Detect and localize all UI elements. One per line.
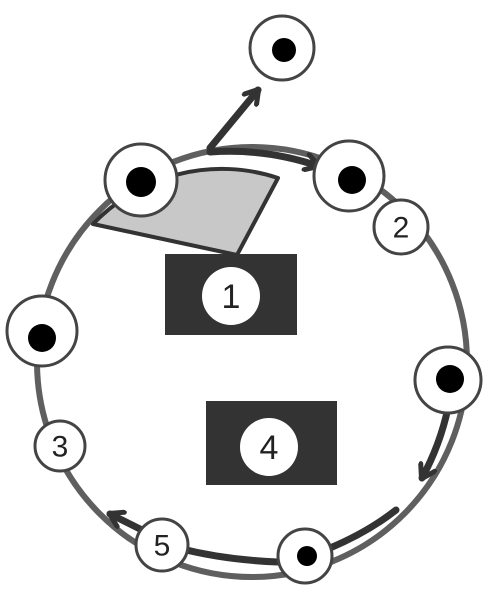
arc-arrow-right: [422, 404, 452, 482]
node-bottom: [276, 527, 334, 585]
arc-arrow-top: [206, 147, 322, 166]
node-top-right: [312, 139, 386, 213]
marker-3: 3: [33, 419, 87, 473]
box-4-label: 4: [260, 429, 279, 467]
outward-arrow: [206, 86, 262, 152]
marker-2: 2: [372, 198, 430, 256]
box-1-label: 1: [222, 278, 241, 316]
box-1-badge: [202, 267, 260, 325]
svg-text:2: 2: [393, 212, 410, 245]
node-top-left: [103, 142, 179, 218]
svg-text:5: 5: [154, 530, 171, 563]
box-4-badge: [240, 418, 298, 476]
arc-arrow-bottom-left: [106, 514, 282, 566]
marker-5: 5: [134, 517, 190, 573]
node-left: [5, 294, 79, 368]
svg-text:3: 3: [52, 431, 69, 464]
arc-segment-bottom-right: [326, 506, 400, 552]
node-top-outside: [248, 14, 316, 82]
node-right: [413, 345, 483, 415]
